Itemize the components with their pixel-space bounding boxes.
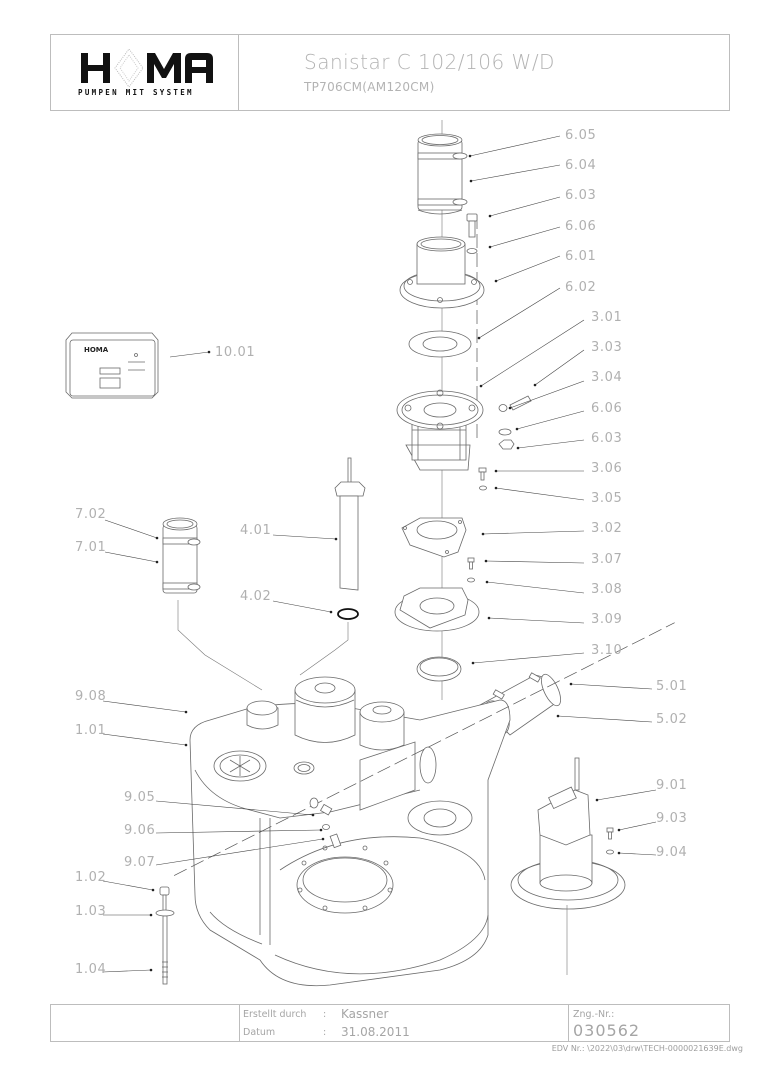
part-label-6-03-b: 6.03 [591, 431, 622, 446]
edv-file-path: EDV Nr.: \2022\03\drw\TECH-0000021639E.d… [551, 1044, 743, 1053]
homa-logo [81, 49, 213, 88]
part-label-6-04: 6.04 [565, 158, 596, 173]
part-label-3-05: 3.05 [591, 491, 622, 506]
part-label-9-06: 9.06 [124, 823, 155, 838]
part-10-01-control-box: HOMA [65, 332, 159, 399]
footer-block: Erstellt durch : Kassner Datum : 31.08.2… [50, 1004, 730, 1042]
part-3-10-ring [416, 656, 462, 682]
title-block: PUMPEN MIT SYSTEM Sanistar C 102/106 W/D… [50, 34, 730, 111]
part-6-02-gasket [408, 330, 472, 358]
part-label-9-05: 9.05 [124, 790, 155, 805]
part-label-9-07: 9.07 [124, 855, 155, 870]
part-4-01-level-sensor [334, 457, 366, 591]
part-label-5-02: 5.02 [656, 712, 687, 727]
part-label-7-01: 7.01 [75, 540, 106, 555]
part-label-1-03: 1.03 [75, 904, 106, 919]
drawing-subtitle: TP706CM(AM120CM) [304, 80, 435, 94]
part-label-7-02: 7.02 [75, 507, 106, 522]
part-label-1-04: 1.04 [75, 962, 106, 977]
vent-axis-line [177, 600, 263, 691]
leaders-left [102, 350, 338, 973]
part-4-02-o-ring [337, 608, 359, 620]
part-7-01-vent-sleeve [162, 517, 201, 594]
header-divider [238, 35, 239, 110]
part-label-4-02: 4.02 [240, 589, 271, 604]
part-3-03-bolt [498, 395, 532, 450]
part-label-6-01: 6.01 [565, 249, 596, 264]
created-by-label: Erstellt durch [243, 1009, 307, 1020]
part-label-3-07: 3.07 [591, 552, 622, 567]
part-9-01-pump [510, 757, 626, 975]
part-label-6-06-b: 6.06 [591, 401, 622, 416]
drawing-number-value: 030562 [573, 1021, 641, 1040]
part-label-9-04: 9.04 [656, 845, 687, 860]
part-label-3-02: 3.02 [591, 521, 622, 536]
created-by-value: Kassner [341, 1007, 389, 1021]
part-3-02-plate [401, 517, 467, 558]
control-box-brand: HOMA [84, 346, 109, 354]
sensor-axis-line [299, 622, 349, 676]
part-1-01-tank [189, 676, 511, 987]
part-3-06-screw [478, 467, 487, 491]
part-label-5-01: 5.01 [656, 679, 687, 694]
part-label-3-08: 3.08 [591, 582, 622, 597]
part-label-3-03: 3.03 [591, 340, 622, 355]
part-6-04-sleeve [417, 133, 468, 215]
part-label-1-01: 1.01 [75, 723, 106, 738]
part-label-9-03: 9.03 [656, 811, 687, 826]
part-label-10-01: 10.01 [215, 345, 255, 360]
drawing-title: Sanistar C 102/106 W/D [304, 50, 555, 74]
part-label-4-01: 4.01 [240, 523, 271, 538]
part-label-3-09: 3.09 [591, 612, 622, 627]
part-label-3-10: 3.10 [591, 643, 622, 658]
footer-divider-2 [568, 1005, 569, 1041]
part-3-09-base-plate [394, 587, 480, 632]
part-label-6-02: 6.02 [565, 280, 596, 295]
date-label: Datum [243, 1027, 276, 1038]
part-label-3-06: 3.06 [591, 461, 622, 476]
part-label-3-01: 3.01 [591, 310, 622, 325]
part-9-05-fitting [309, 797, 342, 849]
part-label-6-05: 6.05 [565, 128, 596, 143]
part-9-03-screw [606, 827, 614, 855]
part-label-6-06: 6.06 [565, 219, 596, 234]
part-6-03-bolt [466, 213, 478, 254]
leaders-right [468, 135, 657, 856]
date-value: 31.08.2011 [341, 1025, 410, 1039]
footer-divider-1 [239, 1005, 240, 1041]
part-label-3-04: 3.04 [591, 370, 622, 385]
part-3-01-valve-housing [396, 389, 484, 471]
logo-tagline: PUMPEN MIT SYSTEM [78, 88, 194, 97]
part-label-6-03: 6.03 [565, 188, 596, 203]
part-6-01-flange [399, 236, 485, 309]
part-1-02-anchor-bolt [155, 886, 175, 985]
part-label-1-02: 1.02 [75, 870, 106, 885]
bolt-axis-dashed-lower [173, 622, 675, 876]
part-label-9-01: 9.01 [656, 778, 687, 793]
part-3-07-screw [467, 557, 475, 583]
created-by-separator: : [323, 1009, 327, 1020]
part-label-9-08: 9.08 [75, 689, 106, 704]
drawing-number-label: Zng.-Nr.: [573, 1009, 615, 1020]
date-separator: : [323, 1027, 327, 1038]
